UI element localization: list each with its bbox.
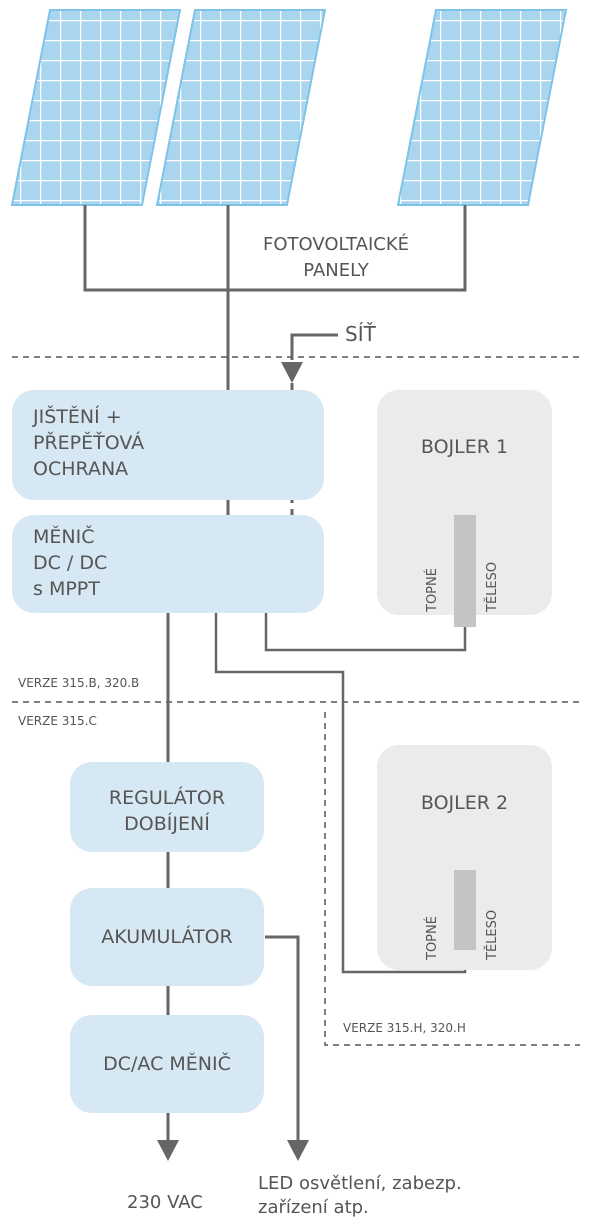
- version-label-3: VERZE 315.H, 320.H: [343, 1021, 466, 1035]
- battery-block: [70, 888, 264, 986]
- led-output-arrow-icon: [287, 1140, 309, 1161]
- boiler-2-label: BOJLER 2: [420, 792, 509, 814]
- protection-block: [12, 390, 324, 500]
- heating-element-2-label-left: TOPNÉ: [425, 916, 440, 960]
- solar-panel-2: [155, 9, 327, 206]
- grid-label: SÍŤ: [345, 322, 376, 346]
- heating-element-2-label-right: TĚLESO: [485, 909, 500, 960]
- grid-arrow-icon: [281, 362, 303, 383]
- solar-panel-1: [10, 9, 182, 206]
- version-label-2: VERZE 315.C: [18, 714, 97, 728]
- charge-regulator-label: REGULÁTOR DOBÍJENÍ: [108, 787, 226, 835]
- protection-label: JIŠTĚNÍ + PŘEPĚŤOVÁ OCHRANA: [33, 406, 145, 480]
- inverter-label: DC/AC MĚNIČ: [103, 1053, 231, 1075]
- panels-label: FOTOVOLTAICKÉ PANELY: [262, 234, 410, 281]
- led-output-label: LED osvětlení, zabezp. zařízení atp.: [258, 1173, 462, 1218]
- heating-element-1-label-left: TOPNÉ: [425, 568, 440, 612]
- battery-label: AKUMULÁTOR: [101, 926, 233, 948]
- heating-element-2: [454, 870, 476, 950]
- charge-regulator-block: [70, 762, 264, 852]
- heating-element-1-label-right: TĚLESO: [485, 561, 500, 612]
- panel-wires: [83, 205, 467, 292]
- boiler-1-label: BOJLER 1: [420, 436, 509, 458]
- ac-output-arrow-icon: [157, 1140, 179, 1161]
- solar-panel-3: [396, 9, 568, 206]
- ac-output-label: 230 VAC: [127, 1192, 203, 1213]
- inverter-block: [70, 1015, 264, 1113]
- dcdc-converter-block: [12, 515, 324, 613]
- divider-line-boiler2-section: [324, 712, 580, 1046]
- heating-element-1: [454, 515, 476, 627]
- version-label-1: VERZE 315.B, 320.B: [18, 676, 140, 690]
- dcdc-converter-label: MĚNIČ DC / DC s MPPT: [33, 526, 108, 600]
